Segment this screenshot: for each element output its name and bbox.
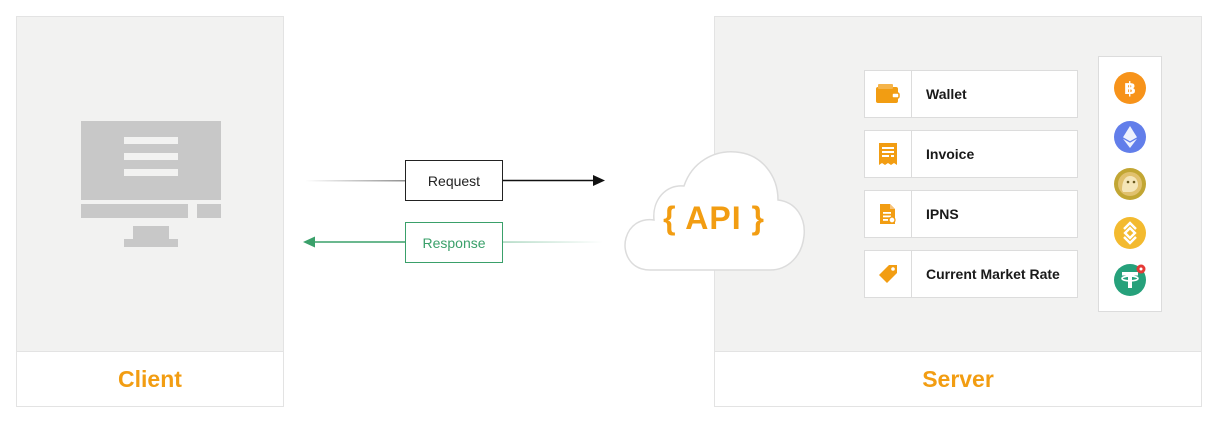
wallet-icon	[865, 71, 912, 117]
feature-ipns: IPNS	[864, 190, 1078, 238]
server-label: Server	[715, 351, 1201, 406]
invoice-icon	[865, 131, 912, 177]
client-panel-body	[17, 17, 283, 353]
tether-icon	[1114, 264, 1146, 296]
document-icon	[865, 191, 912, 237]
feature-label: Invoice	[926, 146, 975, 162]
price-tag-icon	[865, 251, 912, 297]
request-label: Request	[405, 160, 503, 201]
feature-invoice: Invoice	[864, 130, 1078, 178]
feature-current-market-rate: Current Market Rate	[864, 250, 1078, 298]
feature-wallet: Wallet	[864, 70, 1078, 118]
binance-coin-icon	[1114, 217, 1146, 249]
client-panel: Client	[16, 16, 284, 407]
feature-label: Wallet	[926, 86, 967, 102]
dogecoin-icon	[1114, 168, 1146, 200]
ethereum-icon	[1114, 121, 1146, 153]
client-label: Client	[17, 351, 283, 406]
computer-monitor-icon	[81, 121, 221, 247]
svg-text:฿: ฿	[1124, 79, 1136, 99]
feature-label: IPNS	[926, 206, 959, 222]
cloud-icon	[624, 151, 805, 271]
response-arrow	[303, 236, 603, 248]
feature-label: Current Market Rate	[926, 266, 1060, 282]
response-label: Response	[405, 222, 503, 263]
api-label: { API }	[663, 199, 765, 236]
bitcoin-icon: ฿	[1114, 72, 1146, 104]
request-arrow	[305, 175, 605, 186]
cryptocurrency-list: ฿	[1098, 56, 1162, 312]
